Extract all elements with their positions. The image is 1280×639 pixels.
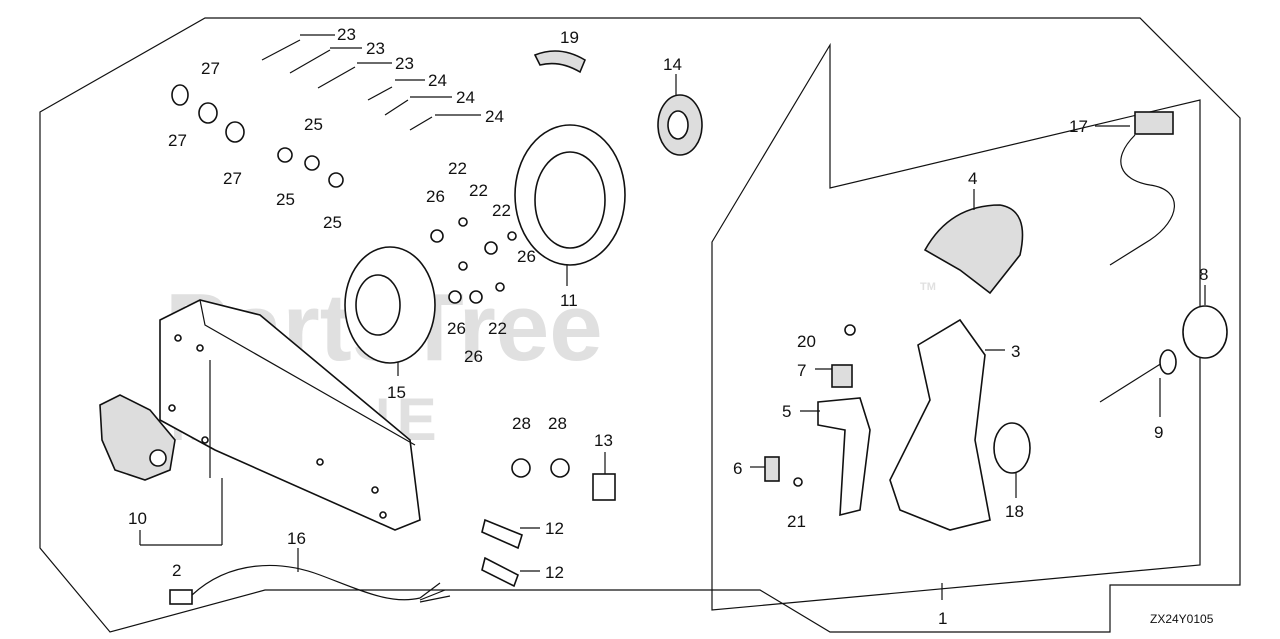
callout-22b[interactable]: 22	[469, 181, 488, 200]
part-28-clips[interactable]	[511, 458, 570, 478]
callout-20[interactable]: 20	[797, 332, 816, 351]
callout-15[interactable]: 15	[387, 383, 406, 402]
callout-5[interactable]: 5	[782, 402, 791, 421]
part-3-arm[interactable]	[889, 318, 991, 531]
part-10-block[interactable]	[99, 394, 176, 481]
callout-22d[interactable]: 22	[488, 319, 507, 338]
callout-22c[interactable]: 22	[492, 201, 511, 220]
leader-lines	[139, 34, 1206, 600]
callout-10[interactable]: 10	[128, 509, 147, 528]
callout-3[interactable]: 3	[1011, 342, 1020, 361]
callout-27b[interactable]: 27	[168, 131, 187, 150]
part-14-gear[interactable]	[657, 94, 703, 156]
callout-25a[interactable]: 25	[304, 115, 323, 134]
part-4-cover[interactable]	[923, 204, 1024, 295]
part-7-spring[interactable]	[831, 364, 853, 388]
watermark-tm: TM	[920, 281, 936, 293]
callout-labels: 1 2 3 4 5 6 7 8 9 10 11 12 12 13 14 15 1…	[128, 25, 1208, 628]
callout-26a[interactable]: 26	[426, 187, 445, 206]
callout-23c[interactable]: 23	[395, 54, 414, 73]
callout-26d[interactable]: 26	[464, 347, 483, 366]
callout-22a[interactable]: 22	[448, 159, 467, 178]
part-2-housing[interactable]	[159, 299, 421, 531]
part-15-flange[interactable]	[344, 246, 436, 364]
part-18-oring[interactable]	[993, 422, 1031, 474]
part-13-block[interactable]	[592, 473, 616, 501]
assembly-outline	[39, 17, 1241, 633]
part-16-harness[interactable]	[169, 564, 451, 605]
callout-23a[interactable]: 23	[337, 25, 356, 44]
callout-25c[interactable]: 25	[323, 213, 342, 232]
callout-2[interactable]: 2	[172, 561, 181, 580]
callout-9[interactable]: 9	[1154, 423, 1163, 442]
callout-6[interactable]: 6	[733, 459, 742, 478]
sub-assembly-outline	[711, 42, 1201, 611]
part-11-ring[interactable]	[514, 124, 626, 266]
callout-11[interactable]: 11	[560, 291, 578, 310]
callout-7[interactable]: 7	[797, 361, 806, 380]
part-12-links[interactable]	[481, 518, 523, 588]
part-17-switch[interactable]	[1109, 111, 1175, 266]
part-19-clip[interactable]	[533, 50, 587, 74]
part-8-cap[interactable]	[1182, 305, 1228, 359]
callout-14[interactable]: 14	[663, 55, 682, 74]
part-5-lever[interactable]	[817, 397, 871, 517]
callout-28a[interactable]: 28	[512, 414, 531, 433]
callout-27c[interactable]: 27	[223, 169, 242, 188]
callout-28b[interactable]: 28	[548, 414, 567, 433]
diagram-code: ZX24Y0105	[1150, 612, 1214, 626]
callout-19[interactable]: 19	[560, 28, 579, 47]
callout-16[interactable]: 16	[287, 529, 306, 548]
callout-25b[interactable]: 25	[276, 190, 295, 209]
callout-24c[interactable]: 24	[485, 107, 504, 126]
callout-27a[interactable]: 27	[201, 59, 220, 78]
callout-21[interactable]: 21	[787, 512, 806, 531]
callout-23b[interactable]: 23	[366, 39, 385, 58]
part-22-26-hardware[interactable]	[430, 217, 517, 304]
callout-8[interactable]: 8	[1199, 265, 1208, 284]
callout-17[interactable]: 17	[1069, 117, 1088, 136]
part-20-screw[interactable]	[844, 324, 856, 336]
callout-26c[interactable]: 26	[447, 319, 466, 338]
part-21-screw[interactable]	[793, 477, 803, 487]
part-23-screws[interactable]	[261, 39, 356, 89]
callout-18[interactable]: 18	[1005, 502, 1024, 521]
callout-12a[interactable]: 12	[545, 519, 564, 538]
callout-24b[interactable]: 24	[456, 88, 475, 107]
part-27-washers[interactable]	[171, 84, 245, 143]
callout-24a[interactable]: 24	[428, 71, 447, 90]
callout-13[interactable]: 13	[594, 431, 613, 450]
callout-26b[interactable]: 26	[517, 247, 536, 266]
part-9-shaft[interactable]	[1099, 349, 1177, 403]
callout-4[interactable]: 4	[968, 169, 977, 188]
part-25-nuts[interactable]	[277, 147, 344, 188]
callout-1[interactable]: 1	[938, 609, 947, 628]
part-24-screws[interactable]	[367, 86, 433, 131]
callout-12b[interactable]: 12	[545, 563, 564, 582]
part-6-pin[interactable]	[764, 456, 780, 482]
